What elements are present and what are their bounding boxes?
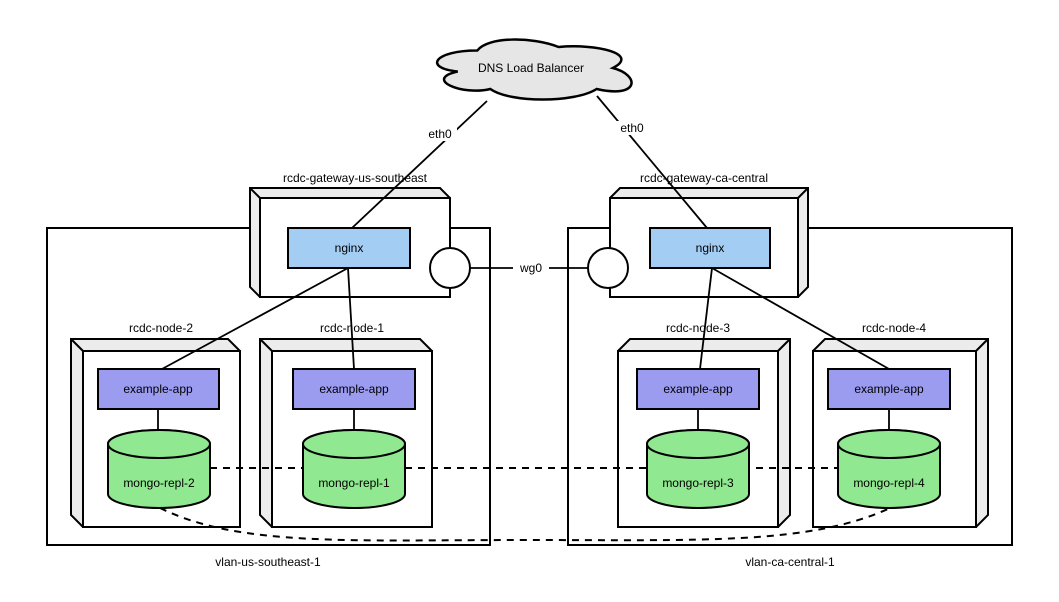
node-3-label: rcdc-node-3 [666,321,730,335]
nginx-left-rect [287,227,411,269]
db-4-label: mongo-repl-4 [853,476,925,490]
gateway-right-corner-line [797,187,809,199]
app-4-rect [827,368,951,410]
edge-nginx-left-to-node-1 [347,267,355,370]
eth0-left-label: eth0 [428,127,452,141]
eth0-right-label-bg [615,121,649,135]
eth0-left-label-bg [423,127,457,141]
wg-interface-circle-left [429,247,471,289]
vlan-ca-central-label: vlan-ca-central-1 [745,555,835,569]
gateway-us-southeast-label: rcdc-gateway-us-southeast [283,171,428,185]
db-1-label: mongo-repl-1 [318,476,390,490]
db-2-label: mongo-repl-2 [123,476,195,490]
app-2-label: example-app [123,382,193,396]
wg0-label: wg0 [519,261,542,275]
db-3-label: mongo-repl-3 [662,476,734,490]
edge-cloud-to-gateway-left [351,100,488,229]
edge-mongo-replication-curve [159,507,891,542]
db-3-top [646,429,750,459]
edge-nginx-left-to-node-2 [161,267,349,370]
app-3-rect [636,368,760,410]
wg-interface-circle-right [587,247,629,289]
nginx-box-right: nginx [649,227,771,269]
example-app-box-node-2: example-app [97,368,220,410]
mongo-cylinder-node-2: mongo-repl-2 [107,429,211,509]
db-2-top [107,429,211,459]
edges [157,95,890,430]
cloud-label: DNS Load Balancer [478,61,584,75]
gateway-ca-central-label: rcdc-gateway-ca-central [640,171,768,185]
dns-load-balancer-cloud: DNS Load Balancer [435,38,633,101]
node-4-corner-line [975,338,989,352]
nginx-right-rect [649,227,771,269]
edge-cloud-to-gateway-right [596,95,708,229]
interface-labels: eth0 eth0 wg0 [423,121,649,275]
vlan-us-southeast-label: vlan-us-southeast-1 [215,555,321,569]
node-3-corner-line [777,338,791,352]
example-app-box-node-4: example-app [827,368,951,410]
db-1-top [302,429,406,459]
db-4-top [837,429,941,459]
mongo-cylinder-node-4: mongo-repl-4 [837,429,941,509]
nginx-right-label: nginx [696,241,725,255]
mongo-cylinder-node-3: mongo-repl-3 [646,429,750,509]
app-3-label: example-app [663,382,733,396]
example-app-box-node-1: example-app [292,368,416,410]
edge-nginx-right-to-node-3 [699,267,713,370]
node-4-label: rcdc-node-4 [862,321,926,335]
nginx-left-label: nginx [335,241,364,255]
mongo-cylinder-node-1: mongo-repl-1 [302,429,406,509]
wg0-label-bg [513,261,549,275]
app-1-rect [292,368,416,410]
app-4-label: example-app [854,382,924,396]
node-2-label: rcdc-node-2 [129,321,193,335]
nginx-box-left: nginx [287,227,411,269]
node-1-label: rcdc-node-1 [320,321,384,335]
node-1-corner-line [259,338,273,352]
node-2-corner-line [70,338,84,352]
example-app-box-node-3: example-app [636,368,760,410]
gateway-left-corner-line [249,187,261,199]
app-1-label: example-app [319,382,389,396]
cloud-shape [435,38,633,101]
eth0-right-label: eth0 [620,121,644,135]
edge-nginx-right-to-node-4 [711,267,890,370]
app-2-rect [97,368,220,410]
